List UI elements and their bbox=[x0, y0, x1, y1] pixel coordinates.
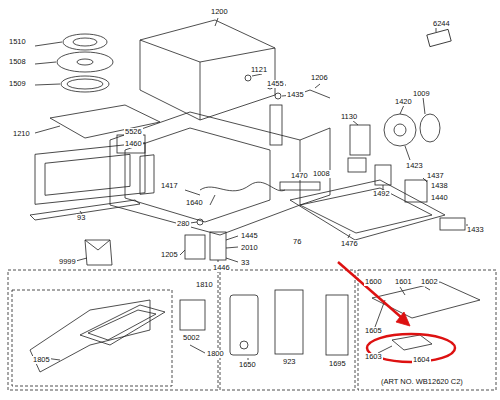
callout-number: 1009 bbox=[412, 90, 431, 98]
callout-number: 1602 bbox=[420, 278, 439, 286]
callout-number: 280 bbox=[176, 220, 191, 228]
callout-number: 1470 bbox=[290, 172, 309, 180]
callout-number: 1433 bbox=[466, 226, 485, 234]
callout-number: 1420 bbox=[394, 98, 413, 106]
callout-number: 1130 bbox=[340, 113, 358, 121]
callout-number: 1423 bbox=[405, 162, 424, 170]
callout-number: 1206 bbox=[310, 74, 329, 82]
callout-number: 1440 bbox=[430, 194, 449, 202]
callout-number: 1438 bbox=[430, 182, 449, 190]
callout-number: 1695 bbox=[328, 360, 347, 368]
callout-number: 1435 bbox=[286, 91, 305, 99]
callout-number: 1200 bbox=[210, 8, 229, 16]
callout-number: 1603 bbox=[364, 353, 383, 361]
callout-number: 923 bbox=[282, 358, 297, 366]
art-number: (ART NO. WB12620 C2) bbox=[380, 378, 464, 386]
callout-number: 5002 bbox=[182, 334, 201, 342]
callout-number: 9999 bbox=[58, 258, 77, 266]
callout-number: 1008 bbox=[312, 170, 331, 178]
callout-number: 1508 bbox=[8, 58, 27, 66]
callout-number: 76 bbox=[292, 238, 302, 246]
callout-number: 5526 bbox=[124, 128, 143, 136]
callout-number: 1460 bbox=[124, 140, 143, 148]
callout-number: 33 bbox=[240, 259, 250, 267]
callout-number: 93 bbox=[76, 214, 86, 222]
callout-number: 1446 bbox=[212, 264, 231, 272]
callout-number: 1455 bbox=[266, 80, 285, 88]
callout-number: 1417 bbox=[160, 182, 179, 190]
callout-number: 1205 bbox=[160, 251, 179, 259]
callout-number: 1476 bbox=[340, 240, 359, 248]
callout-number: 1492 bbox=[372, 190, 391, 198]
callout-number: 1605 bbox=[364, 327, 383, 335]
callout-number: 1600 bbox=[364, 278, 383, 286]
callout-number: 1437 bbox=[426, 172, 445, 180]
callout-number: 1210 bbox=[12, 130, 31, 138]
callout-number: 1509 bbox=[8, 80, 27, 88]
callout-number: 1650 bbox=[238, 361, 257, 369]
callout-number: 6244 bbox=[432, 20, 451, 28]
callout-number: 2010 bbox=[240, 244, 259, 252]
callout-number: 1800 bbox=[206, 350, 225, 358]
callout-number: 1640 bbox=[185, 199, 204, 207]
callout-number: 1445 bbox=[240, 232, 259, 240]
callout-number: 1604 bbox=[412, 356, 431, 364]
callout-number: 1805 bbox=[32, 356, 51, 364]
callout-number: 1810 bbox=[195, 281, 214, 289]
callout-number: 1601 bbox=[394, 278, 413, 286]
callout-number: 1121 bbox=[250, 66, 268, 74]
callout-number: 1510 bbox=[8, 38, 27, 46]
